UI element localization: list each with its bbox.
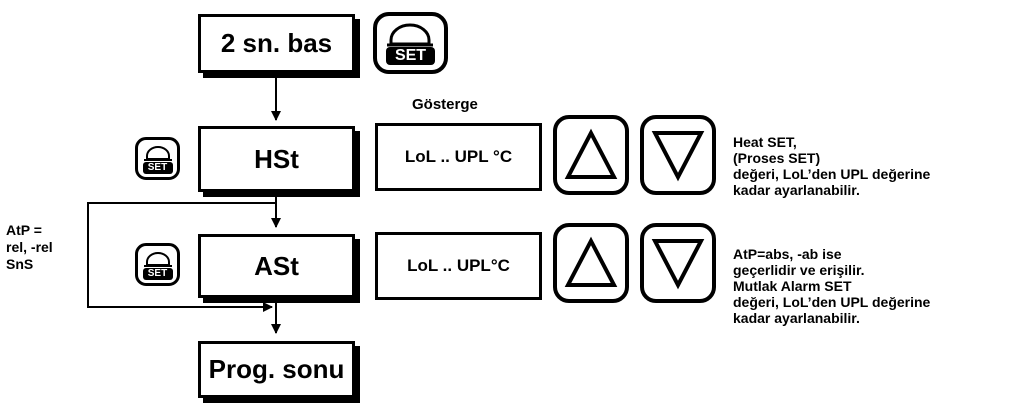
hst-desc-line: Heat SET, xyxy=(733,134,797,150)
display-header: Gösterge xyxy=(412,96,478,113)
ast-desc-line: kadar ayarlanabilir. xyxy=(733,310,860,326)
up-triangle-icon[interactable] xyxy=(553,223,629,303)
set-key-glyph xyxy=(386,23,435,65)
down-triangle-icon[interactable] xyxy=(640,223,716,303)
hst-box: HSt xyxy=(198,126,355,192)
ast-description: AtP=abs, -ab ise geçerlidir ve erişilir.… xyxy=(733,246,930,326)
hst-desc-line: değeri, LoL’den UPL değerine xyxy=(733,166,931,182)
up-triangle-icon[interactable] xyxy=(553,115,629,195)
set-key-label: SET xyxy=(147,162,168,173)
down-triangle-icon[interactable] xyxy=(640,115,716,195)
ast-desc-line: değeri, LoL’den UPL değerine xyxy=(733,294,931,310)
display-range-hst-text: LoL .. UPL °C xyxy=(404,147,513,166)
ast-box: ASt xyxy=(198,234,355,298)
ast-desc-line: geçerlidir ve erişilir. xyxy=(733,262,865,278)
set-key-label: SET xyxy=(394,47,427,64)
hst-label: HSt xyxy=(254,143,299,174)
loop-line: SnS xyxy=(6,256,34,272)
set-key-icon[interactable]: SET xyxy=(135,243,180,286)
set-key-label: SET xyxy=(147,268,168,279)
start-box: 2 sn. bas xyxy=(198,14,355,73)
ast-label: ASt xyxy=(254,250,299,281)
display-range-ast: LoL .. UPL°C xyxy=(375,232,542,300)
up-triangle-glyph xyxy=(564,128,618,179)
hst-desc-line: (Proses SET) xyxy=(733,150,821,166)
display-range-hst: LoL .. UPL °C xyxy=(375,123,542,191)
set-key-glyph xyxy=(143,252,173,280)
end-label: Prog. sonu xyxy=(208,354,345,384)
loop-line: rel, -rel xyxy=(6,239,53,255)
set-key-icon[interactable]: SET xyxy=(373,12,448,74)
loop-condition-label: AtP = rel, -rel SnS xyxy=(6,222,53,273)
down-triangle-glyph xyxy=(651,239,705,290)
hst-description: Heat SET, (Proses SET) değeri, LoL’den U… xyxy=(733,134,930,198)
set-key-icon[interactable]: SET xyxy=(135,137,180,180)
display-range-ast-text: LoL .. UPL°C xyxy=(407,256,510,275)
ast-desc-line: Mutlak Alarm SET xyxy=(733,278,852,294)
start-label: 2 sn. bas xyxy=(220,28,333,58)
end-box: Prog. sonu xyxy=(198,341,355,398)
hst-desc-line: kadar ayarlanabilir. xyxy=(733,182,860,198)
up-triangle-glyph xyxy=(564,236,618,287)
down-triangle-glyph xyxy=(651,131,705,182)
set-key-glyph xyxy=(143,146,173,174)
loop-line: AtP = xyxy=(6,222,42,238)
ast-desc-line: AtP=abs, -ab ise xyxy=(733,246,842,262)
